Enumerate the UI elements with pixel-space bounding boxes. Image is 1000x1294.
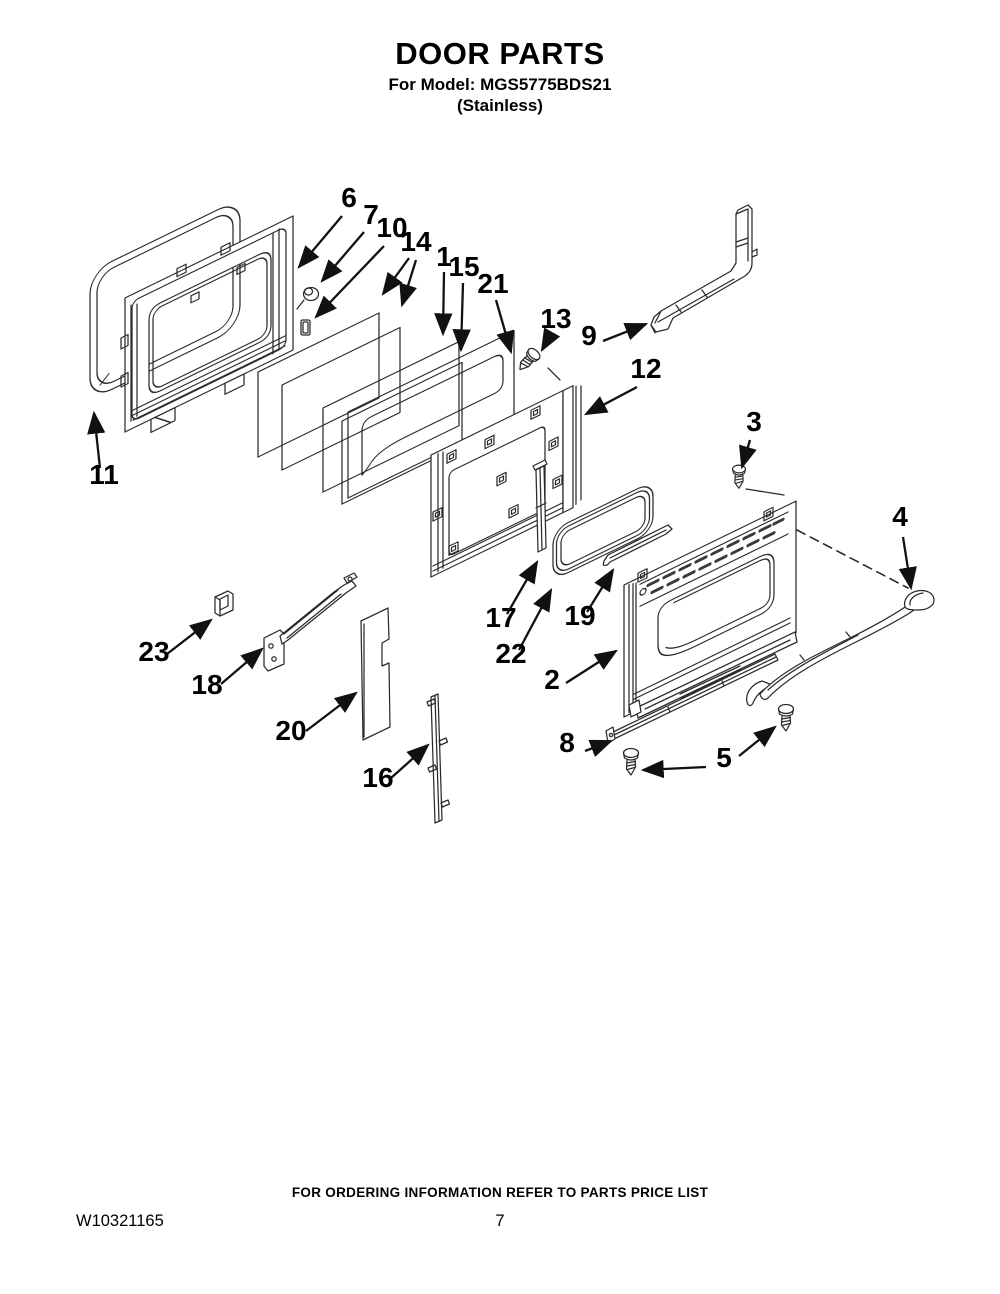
callout-19: 19: [564, 600, 595, 631]
corner-trim-bracket: [650, 204, 758, 334]
callout-17: 17: [485, 602, 516, 633]
screw-3-leader: [745, 488, 785, 496]
callout-5: 5: [716, 742, 732, 773]
arrow-13: [540, 327, 561, 353]
callout-13: 13: [540, 303, 571, 334]
callout-1: 1: [436, 241, 452, 272]
door-handle: [746, 589, 935, 707]
hinge-knob: [296, 286, 320, 310]
arrow-11: [87, 410, 106, 469]
arrow-22: [517, 587, 553, 651]
door-sill-rail: [628, 631, 798, 719]
arrow-17: [506, 560, 539, 615]
arrow-3: [739, 439, 757, 470]
model-line: For Model: MGS5775BDS21: [388, 75, 612, 94]
arrow-7: [320, 231, 365, 283]
arrow-2: [565, 649, 618, 684]
arrow-5b: [738, 725, 777, 757]
callout-3: 3: [746, 406, 762, 437]
handle-alignment-dashes: [796, 529, 909, 589]
arrow-1: [434, 271, 453, 337]
page-number: 7: [495, 1212, 505, 1230]
arrow-9: [602, 322, 649, 343]
arrow-12: [583, 385, 638, 416]
side-retainer-rail: [426, 693, 451, 824]
callout-8: 8: [559, 727, 575, 758]
arrow-8: [584, 739, 614, 758]
callout-labels: 6 7 10 14 1 15 21 13 9 12 3 4 11 23 18 2…: [89, 182, 908, 793]
outer-door-panel: [623, 500, 797, 718]
arrow-19: [586, 568, 615, 613]
arrow-18: [220, 647, 264, 685]
arrow-15: [452, 282, 471, 353]
callout-6: 6: [341, 182, 357, 213]
callout-22: 22: [495, 638, 526, 669]
page-title: DOOR PARTS: [395, 36, 605, 71]
arrow-6: [297, 215, 343, 269]
arrow-10: [314, 245, 385, 319]
finish-line: (Stainless): [457, 96, 543, 115]
callout-12: 12: [630, 353, 661, 384]
screw-5-left: [622, 747, 640, 776]
end-cap-clip: [214, 590, 234, 617]
callout-4: 4: [892, 501, 908, 532]
arrow-14a: [381, 257, 410, 296]
screw-5-right: [777, 703, 795, 732]
glass-retainer-strip: [532, 459, 548, 553]
callout-15: 15: [448, 251, 479, 282]
glass-sheet-rear-1: [257, 312, 380, 458]
callout-16: 16: [362, 762, 393, 793]
callout-23: 23: [138, 636, 169, 667]
door-liner-panel: [430, 385, 582, 578]
arrow-4: [898, 536, 917, 591]
bottom-trim-rail: [605, 653, 779, 744]
insulation-sheet: [360, 607, 391, 741]
callout-21: 21: [477, 268, 508, 299]
top-trim-strip: [602, 524, 673, 567]
spacer-block: [300, 319, 311, 336]
callout-7: 7: [363, 199, 379, 230]
inner-door-panel: [120, 215, 294, 434]
arrow-16: [390, 743, 430, 779]
window-pack-ring: [552, 486, 654, 576]
callout-20: 20: [275, 715, 306, 746]
arrow-23: [166, 618, 213, 655]
callout-11: 11: [89, 459, 119, 490]
callout-9: 9: [581, 320, 597, 351]
callout-14: 14: [400, 226, 432, 257]
arrow-21: [494, 299, 515, 355]
glass-sheet-inner: [341, 361, 463, 505]
liner-clip: [432, 405, 563, 556]
callout-10: 10: [376, 212, 407, 243]
arrow-5a: [640, 759, 707, 779]
hinge-arm-bracket: [263, 572, 358, 672]
screw-3: [731, 464, 747, 489]
arrow-20: [305, 691, 358, 732]
screw-13-leader: [547, 367, 561, 381]
hinge-slot: [150, 373, 245, 434]
screw-13: [519, 347, 541, 371]
callout-18: 18: [191, 669, 222, 700]
glass-sheet-mid: [322, 340, 460, 493]
callout-arrows: [87, 215, 917, 779]
vent-slats: [646, 517, 785, 595]
ordering-note: FOR ORDERING INFORMATION REFER TO PARTS …: [291, 1185, 709, 1200]
callout-2: 2: [544, 664, 560, 695]
document-number: W10321165: [76, 1212, 164, 1230]
arrow-14b: [399, 259, 418, 308]
